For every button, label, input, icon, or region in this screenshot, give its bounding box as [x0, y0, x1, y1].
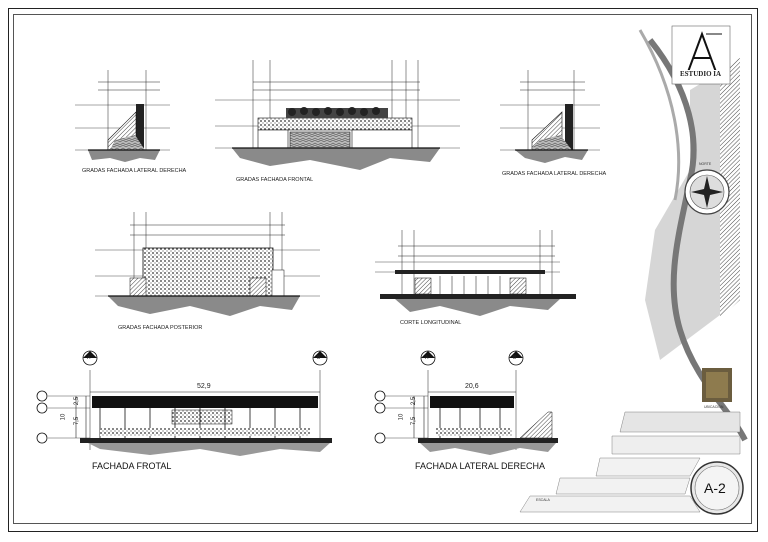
dim-h-top-1: 2,5 [74, 396, 81, 406]
axis-b-1: B [317, 355, 321, 361]
north-label: NORTE [699, 162, 712, 166]
dim-h-total-2: 10 [398, 413, 405, 421]
ubicacion-label: UBICACIÓN [704, 405, 724, 409]
dim-h-low-2: 7,5 [411, 416, 418, 426]
title-block [519, 24, 748, 520]
label-lateral-derecha-1: GRADAS FACHADA LATERAL DERECHA [82, 168, 187, 174]
drawing-fachada-lateral [374, 350, 558, 455]
dim-frontal-width: 52,9 [197, 383, 211, 390]
dim-h-low-1: 7,5 [74, 416, 81, 426]
escala-label: ESCALA [536, 498, 550, 502]
axis-a-2: A [425, 355, 429, 361]
dim-lateral-width: 20,6 [465, 383, 479, 390]
axis-a-1: A [87, 355, 91, 361]
label-posterior: GRADAS FACHADA POSTERIOR [118, 325, 203, 331]
drawing-fachada-frontal [36, 350, 332, 456]
dim-h-top-2: 2,5 [411, 396, 418, 406]
drawing-frontal [215, 60, 460, 170]
drawing-corte-longitudinal [375, 230, 576, 316]
label-fachada-frontal: FACHADA FROTAL [92, 461, 172, 471]
sheet-number: A-2 [704, 480, 726, 496]
drawing-lateral-derecha-2 [500, 70, 600, 163]
drawing-posterior [95, 212, 320, 316]
label-corte: CORTE LONGITUDINAL [400, 320, 462, 326]
label-lateral-derecha-2: GRADAS FACHADA LATERAL DERECHA [502, 171, 607, 177]
dim-h-total-1: 10 [60, 413, 67, 421]
label-fachada-lateral: FACHADA LATERAL DERECHA [415, 461, 546, 471]
drawing-lateral-derecha-1 [75, 70, 170, 162]
drawing-frame [13, 14, 752, 524]
company-name: ESTUDIO IA [680, 70, 722, 78]
axis-b-2: B [513, 355, 517, 361]
label-frontal: GRADAS FACHADA FRONTAL [236, 177, 314, 183]
drawing-sheet-border [8, 8, 758, 532]
